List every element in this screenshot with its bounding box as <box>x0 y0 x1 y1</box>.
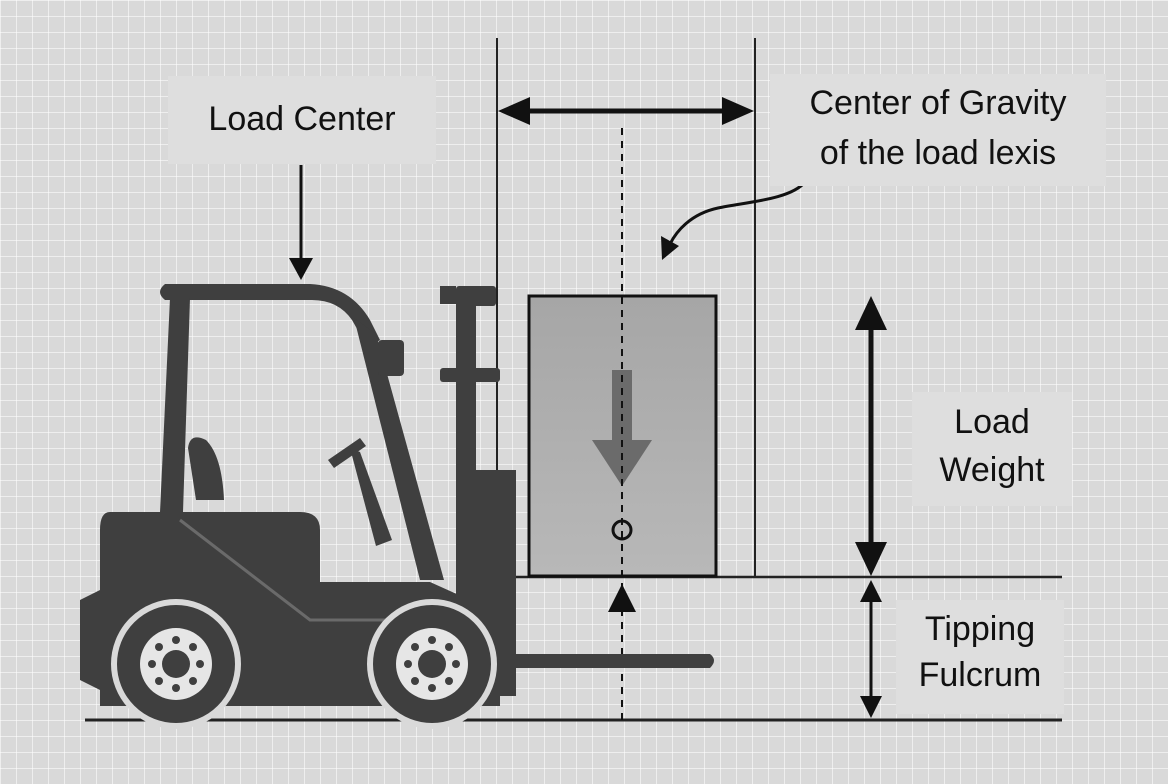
cog-label-line2: of the load lexis <box>819 134 1057 172</box>
rear-wheel <box>111 599 241 729</box>
load-weight-dimension-arrow <box>855 296 887 576</box>
load-weight-label-line1: Load <box>954 403 1030 441</box>
front-wheel <box>367 599 497 729</box>
load-center-label: Load Center <box>168 76 436 164</box>
tipping-fulcrum-label-line1: Tipping <box>924 610 1036 648</box>
tipping-fulcrum-label-line2: Fulcrum <box>918 656 1042 694</box>
load-center-down-arrow <box>289 165 313 280</box>
tipping-fulcrum-dimension-arrow <box>860 580 882 718</box>
cog-label-line1: Center of Gravity <box>809 84 1067 122</box>
circle-marker-icon <box>611 519 633 541</box>
load-center-label-text: Load Center <box>208 100 396 138</box>
load-weight-label-line2: Weight <box>939 451 1045 489</box>
cog-label: Center of Gravity of the load lexis <box>770 74 1106 186</box>
fulcrum-up-arrow <box>608 584 636 612</box>
tipping-fulcrum-label: Tipping Fulcrum <box>896 600 1064 714</box>
load-center-dimension-arrow <box>498 97 754 125</box>
load-weight-label: Load Weight <box>912 392 1072 506</box>
cog-pointer-arrow <box>661 180 807 260</box>
